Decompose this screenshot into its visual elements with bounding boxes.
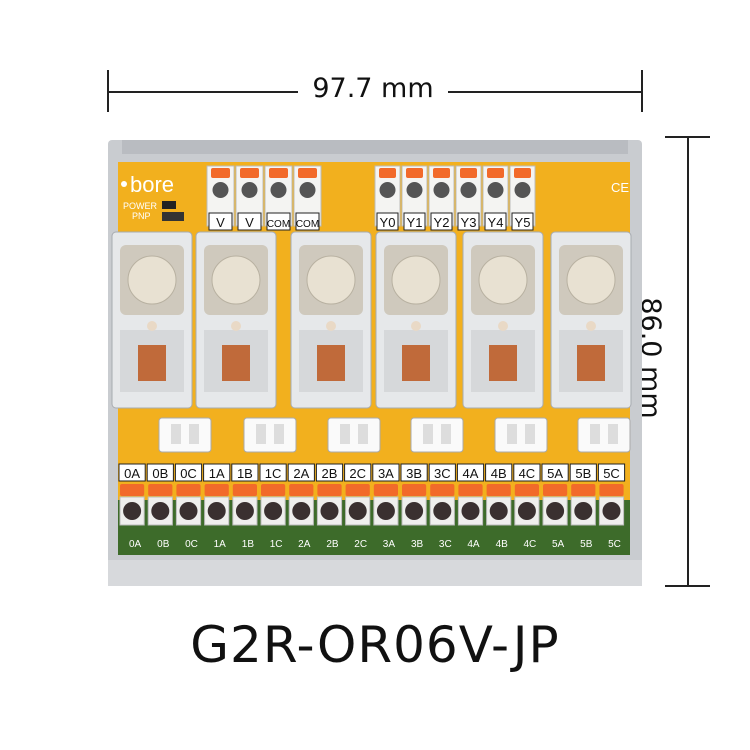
connector-0 <box>158 417 212 453</box>
power-terminal-label: COM <box>267 219 290 230</box>
bottom-terminal-5B[interactable]: 5B 5B <box>569 463 597 550</box>
relay-3 <box>375 231 457 409</box>
bottom-terminal-top-label: 5C <box>603 466 620 481</box>
output-terminal-label: Y5 <box>515 215 531 230</box>
bottom-terminal-bottom-label: 0B <box>157 539 170 550</box>
bottom-terminal-bottom-label: 1C <box>270 539 283 550</box>
bottom-terminal-top-label: 0A <box>124 466 140 481</box>
output-terminal-label: Y1 <box>407 215 423 230</box>
bottom-terminal-bottom-label: 3B <box>411 539 424 550</box>
bottom-terminal-bottom-label: 0A <box>129 539 142 550</box>
bottom-terminal-top-label: 2A <box>293 466 309 481</box>
bottom-terminal-top-label: 2B <box>322 466 338 481</box>
bottom-terminal-3B[interactable]: 3B 3B <box>400 463 428 550</box>
output-terminal-label: Y0 <box>380 215 396 230</box>
bottom-terminal-0C[interactable]: 0C 0C <box>174 463 203 550</box>
bottom-terminal-0A[interactable]: 0A 0A <box>118 463 146 550</box>
connector-4 <box>494 417 548 453</box>
output-terminal-label: Y2 <box>434 215 450 230</box>
bottom-terminal-top-label: 0C <box>180 466 197 481</box>
power-terminal-label: V <box>245 215 254 230</box>
bottom-terminal-bottom-label: 2B <box>326 539 339 550</box>
bottom-terminal-2A[interactable]: 2A 2A <box>287 463 315 550</box>
bottom-terminal-bottom-label: 2A <box>298 539 311 550</box>
bottom-terminal-bottom-label: 4A <box>467 539 480 550</box>
relay-5 <box>550 231 632 409</box>
bottom-terminal-bottom-label: 5B <box>580 539 593 550</box>
connector-3 <box>410 417 464 453</box>
bottom-terminal-bottom-label: 5C <box>608 539 621 550</box>
bottom-terminal-top-label: 2C <box>349 466 366 481</box>
bottom-terminal-4C[interactable]: 4C 4C <box>513 463 541 550</box>
bottom-terminal-3A[interactable]: 3A 3A <box>372 463 400 550</box>
output-terminal-4[interactable]: Y3 <box>455 165 482 231</box>
bottom-terminal-bottom-label: 0C <box>185 539 198 550</box>
bottom-terminal-top-label: 4B <box>491 466 507 481</box>
connector-1 <box>243 417 297 453</box>
output-terminal-label: Y3 <box>461 215 477 230</box>
bottom-terminal-bottom-label: 5A <box>552 539 565 550</box>
bottom-terminal-4B[interactable]: 4B 4B <box>485 463 513 550</box>
bottom-terminal-bottom-label: 1A <box>214 539 227 550</box>
bottom-terminal-bottom-label: 3A <box>383 539 396 550</box>
bottom-terminal-top-label: 1C <box>265 466 282 481</box>
bottom-terminal-2B[interactable]: 2B 2B <box>315 463 344 550</box>
bottom-terminal-top-label: 4C <box>519 466 536 481</box>
ce-mark: CE <box>611 180 629 195</box>
bottom-terminal-top-label: 3A <box>378 466 394 481</box>
bottom-terminal-bottom-label: 4C <box>524 539 537 550</box>
bottom-terminal-bottom-label: 3C <box>439 539 452 550</box>
bottom-terminal-5A[interactable]: 5A 5A <box>541 463 569 550</box>
bottom-terminal-top-label: 5A <box>547 466 563 481</box>
output-terminal-3[interactable]: Y2 <box>428 165 455 231</box>
pnp-label: PNP <box>132 211 151 221</box>
bottom-terminal-3C[interactable]: 3C 3C <box>428 463 456 550</box>
relay-2 <box>290 231 372 409</box>
bottom-terminal-2C[interactable]: 2C 2C <box>344 463 372 550</box>
power-terminal-3[interactable]: COM <box>264 165 293 231</box>
power-terminal-block: V V COM COM <box>206 165 322 231</box>
power-terminal-1[interactable]: V <box>206 165 235 231</box>
bottom-terminal-bottom-label: 2C <box>354 539 367 550</box>
connector-5 <box>577 417 631 453</box>
power-terminal-label: V <box>216 215 225 230</box>
relay-1 <box>195 231 277 409</box>
width-dimension-label: 97.7 mm <box>298 73 448 104</box>
bottom-terminal-top-label: 3C <box>434 466 451 481</box>
bottom-terminal-5C[interactable]: 5C 5C <box>597 463 626 550</box>
relay-4 <box>462 231 544 409</box>
bottom-terminal-top-label: 4A <box>463 466 479 481</box>
connector-group <box>158 417 631 453</box>
relay-0 <box>111 231 193 409</box>
bottom-terminal-1C[interactable]: 1C 1C <box>259 463 287 550</box>
output-terminal-block: Y0 Y1 Y2 Y3 Y4 Y5 <box>374 165 536 231</box>
output-terminal-6[interactable]: Y5 <box>509 165 536 231</box>
connector-2 <box>327 417 381 453</box>
output-terminal-1[interactable]: Y0 <box>374 165 401 231</box>
power-terminal-2[interactable]: V <box>235 165 264 231</box>
brand-text: bore <box>130 172 174 197</box>
output-terminal-5[interactable]: Y4 <box>482 165 509 231</box>
brand-logo: bore <box>121 172 174 197</box>
bottom-terminal-1A[interactable]: 1A 1A <box>203 463 231 550</box>
bottom-terminal-0B[interactable]: 0B 0B <box>146 463 174 550</box>
bottom-terminal-top-label: 3B <box>406 466 422 481</box>
bottom-terminal-bottom-label: 1B <box>242 539 255 550</box>
power-terminal-label: COM <box>296 219 319 230</box>
bottom-terminal-1B[interactable]: 1B 1B <box>231 463 259 550</box>
output-terminal-2[interactable]: Y1 <box>401 165 428 231</box>
bottom-terminal-bottom-label: 4B <box>496 539 509 550</box>
bottom-terminal-top-label: 5B <box>575 466 591 481</box>
bottom-terminal-4A[interactable]: 4A 4A <box>456 463 485 550</box>
bottom-terminal-top-label: 1B <box>237 466 253 481</box>
bottom-terminal-top-label: 0B <box>152 466 168 481</box>
output-terminal-label: Y4 <box>488 215 504 230</box>
model-number: G2R-OR06V-JP <box>190 616 560 674</box>
power-terminal-4[interactable]: COM <box>293 165 322 231</box>
power-label: POWER <box>123 201 158 211</box>
bottom-terminal-block: 0A0A0B0B0C0C1A1A1B1B1C1C2A2A2B2B2C2C3A3A… <box>118 463 626 550</box>
bottom-terminal-top-label: 1A <box>209 466 225 481</box>
relay-group <box>111 231 632 409</box>
